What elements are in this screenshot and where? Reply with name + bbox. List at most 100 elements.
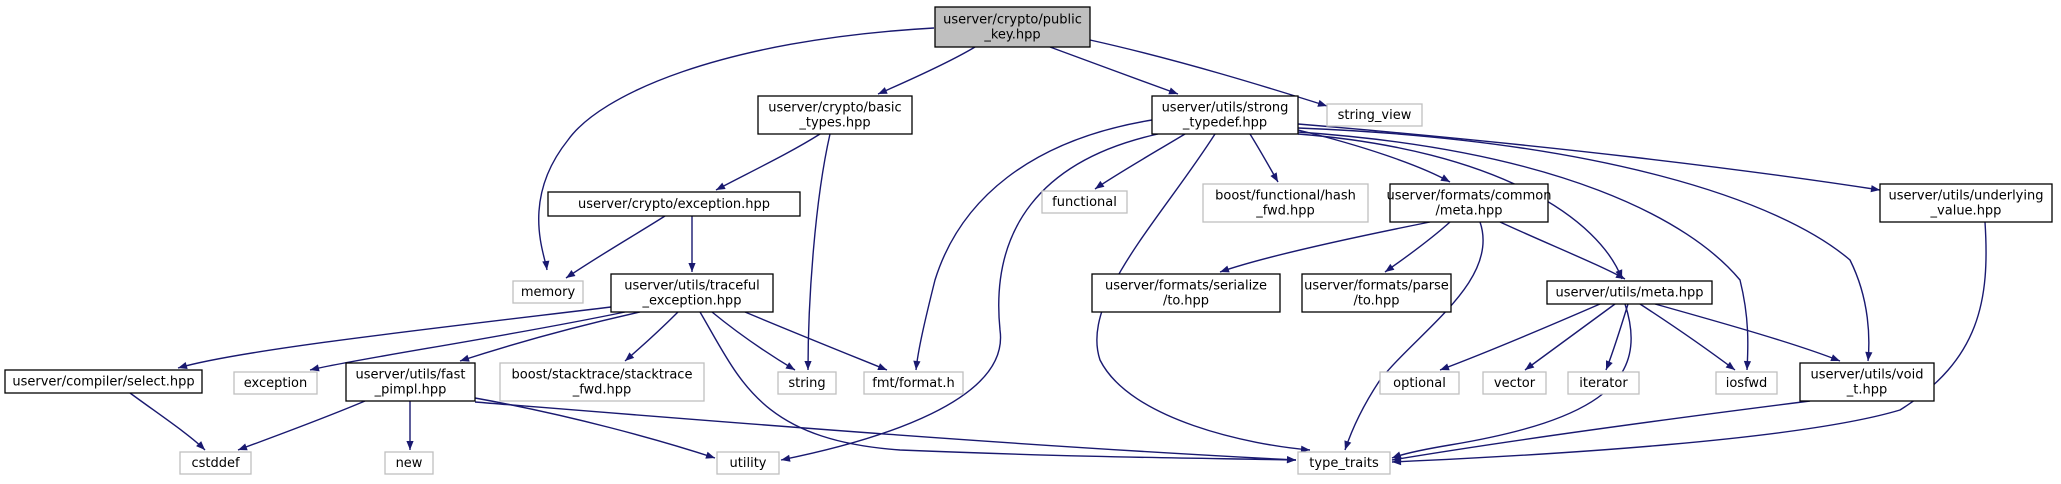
node-label: boost/stacktrace/stacktrace xyxy=(512,368,693,383)
node-label: optional xyxy=(1393,376,1446,391)
node-utils_meta[interactable]: userver/utils/meta.hpp xyxy=(1546,280,1713,305)
node-box xyxy=(1202,183,1369,223)
node-type_traits: type_traits xyxy=(1297,451,1391,475)
edge-line xyxy=(1524,303,1616,371)
node-label: userver/utils/underlying xyxy=(1889,189,2044,204)
edge-line xyxy=(1391,400,1811,461)
node-box xyxy=(1389,183,1549,223)
node-optional: optional xyxy=(1379,371,1460,395)
edge-line xyxy=(1094,133,1186,190)
edge-traceful-to-select xyxy=(177,306,612,369)
node-label: fmt/format.h xyxy=(872,376,954,391)
node-box xyxy=(1041,190,1128,214)
node-label: userver/utils/strong xyxy=(1162,101,1289,116)
node-parse_to[interactable]: userver/formats/parse/to.hpp xyxy=(1301,273,1452,313)
edge-arrowhead xyxy=(781,454,791,462)
edge-line xyxy=(474,401,1297,461)
node-label: _fwd.hpp xyxy=(572,383,632,398)
node-label: string_view xyxy=(1338,108,1412,123)
edge-common_meta-to-serialize_to xyxy=(1219,221,1431,273)
edge-basic_types-to-string xyxy=(804,133,831,371)
node-underlying[interactable]: userver/utils/underlying_value.hpp xyxy=(1879,183,2053,223)
edge-public_key-to-basic_types xyxy=(877,46,976,95)
edge-line xyxy=(1089,39,1328,107)
node-box xyxy=(179,451,252,475)
node-fast_pimpl[interactable]: userver/utils/fast_pimpl.hpp xyxy=(345,362,476,402)
node-label: functional xyxy=(1052,195,1117,210)
node-box xyxy=(547,191,801,217)
node-box xyxy=(384,451,434,475)
edge-fast_pimpl-to-new xyxy=(406,401,414,450)
edge-utils_meta-to-iosfwd xyxy=(1639,303,1736,371)
edge-strong_typedef-to-void_t xyxy=(1297,127,1873,362)
edge-fast_pimpl-to-cstddef xyxy=(237,400,366,451)
node-box xyxy=(757,95,913,135)
node-traceful[interactable]: userver/utils/traceful_exception.hpp xyxy=(610,273,774,313)
edge-utils_meta-to-vector xyxy=(1524,303,1616,371)
node-label: exception xyxy=(244,376,308,391)
edge-exception_hpp-to-memory xyxy=(565,215,666,279)
node-box xyxy=(499,362,705,402)
node-box xyxy=(1482,371,1547,395)
node-label: _fwd.hpp xyxy=(1255,204,1315,219)
edge-void_t-to-type_traits xyxy=(1391,400,1811,463)
edge-arrowhead xyxy=(913,360,921,370)
edge-line xyxy=(1439,303,1601,371)
edge-select-to-cstddef xyxy=(129,392,206,451)
node-box xyxy=(1715,371,1778,395)
node-serialize_to[interactable]: userver/formats/serialize/to.hpp xyxy=(1091,273,1281,313)
edge-arrowhead xyxy=(1743,360,1752,370)
node-label: /to.hpp xyxy=(1353,294,1399,309)
edge-line xyxy=(1049,46,1179,95)
edge-line xyxy=(309,311,626,371)
node-box xyxy=(1879,183,2053,223)
node-box xyxy=(1799,362,1935,402)
edge-arrowhead xyxy=(1865,351,1873,361)
edge-line xyxy=(1605,303,1629,371)
node-label: _t.hpp xyxy=(1846,383,1887,398)
node-label: _types.hpp xyxy=(798,116,870,131)
node-label: _exception.hpp xyxy=(642,294,742,309)
edge-basic_types-to-exception_hpp xyxy=(715,133,821,191)
node-functional: functional xyxy=(1041,190,1128,214)
node-label: boost/functional/hash xyxy=(1215,189,1356,204)
edge-arrowhead xyxy=(238,443,248,451)
edge-strong_typedef-to-functional xyxy=(1094,133,1186,190)
node-new: new xyxy=(384,451,434,475)
node-common_meta[interactable]: userver/formats/common/meta.hpp xyxy=(1387,183,1552,223)
node-label: userver/formats/common xyxy=(1387,189,1552,204)
edge-line xyxy=(744,311,888,371)
node-box xyxy=(777,371,837,395)
node-box xyxy=(934,6,1091,48)
edge-utils_meta-to-iterator xyxy=(1605,303,1629,371)
node-basic_types[interactable]: userver/crypto/basic_types.hpp xyxy=(757,95,913,135)
node-label: utility xyxy=(730,456,767,471)
node-public_key[interactable]: userver/crypto/public_key.hpp xyxy=(934,6,1091,48)
node-exception_hpp[interactable]: userver/crypto/exception.hpp xyxy=(547,191,801,217)
edge-line xyxy=(1096,133,1311,451)
node-label: memory xyxy=(521,285,576,300)
edge-arrowhead xyxy=(178,362,188,369)
edge-utils_meta-to-optional xyxy=(1439,303,1601,371)
node-iterator: iterator xyxy=(1567,371,1640,395)
edge-arrowhead xyxy=(716,182,726,190)
edge-exception_hpp-to-traceful xyxy=(688,216,696,272)
node-select[interactable]: userver/compiler/select.hpp xyxy=(4,369,203,394)
edges-layer xyxy=(129,27,1987,466)
node-stacktrace: boost/stacktrace/stacktrace_fwd.hpp xyxy=(499,362,705,402)
edge-fast_pimpl-to-type_traits xyxy=(474,401,1297,464)
edge-strong_typedef-to-common_meta xyxy=(1297,129,1451,183)
node-label: iosfwd xyxy=(1726,376,1768,391)
node-label: userver/utils/meta.hpp xyxy=(1555,286,1703,301)
node-strong_typedef[interactable]: userver/utils/strong_typedef.hpp xyxy=(1151,95,1299,135)
node-void_t[interactable]: userver/utils/void_t.hpp xyxy=(1799,362,1935,402)
edge-fast_pimpl-to-utility xyxy=(474,397,716,459)
edge-line xyxy=(711,311,796,371)
edge-arrowhead xyxy=(1606,360,1613,370)
edge-traceful-to-fmt xyxy=(744,311,888,371)
edge-line xyxy=(459,311,641,362)
edge-line xyxy=(1499,221,1626,280)
edge-arrowhead xyxy=(196,441,205,450)
node-label: /to.hpp xyxy=(1163,294,1209,309)
